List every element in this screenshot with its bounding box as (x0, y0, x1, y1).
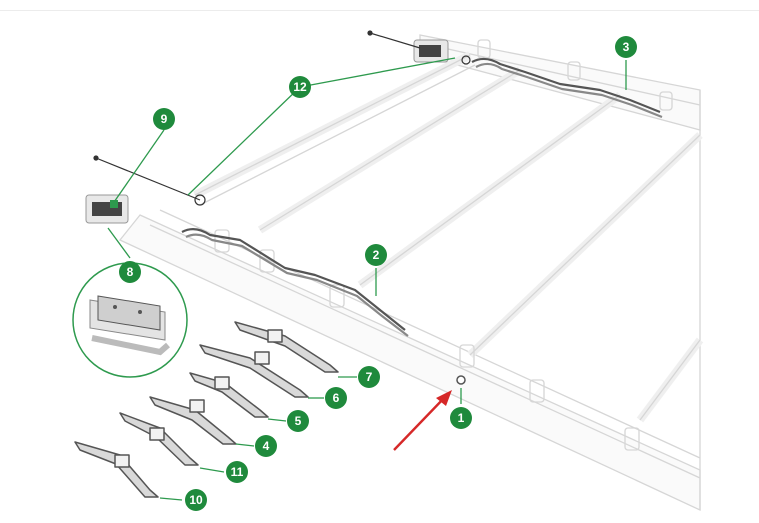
detail-circle-8 (72, 262, 188, 378)
svg-text:11: 11 (231, 465, 244, 479)
callout-12: 12 (289, 76, 311, 98)
callout-11: 11 (226, 461, 248, 483)
svg-text:3: 3 (623, 40, 630, 54)
callout-3: 3 (615, 36, 637, 58)
callout-8: 8 (119, 261, 141, 283)
callout-1: 1 (450, 407, 472, 429)
svg-text:12: 12 (293, 80, 307, 94)
svg-text:8: 8 (127, 265, 134, 279)
mounted-straps (181, 57, 663, 337)
top-divider (0, 10, 759, 11)
callout-4: 4 (255, 435, 277, 457)
callout-9: 9 (153, 108, 175, 130)
rail-frame (118, 34, 704, 512)
svg-text:10: 10 (189, 493, 203, 507)
svg-text:6: 6 (333, 391, 340, 405)
callout-2: 2 (365, 244, 387, 266)
svg-text:1: 1 (458, 411, 465, 425)
end-tensioners (85, 39, 449, 224)
cables (93, 30, 471, 206)
pin-part (456, 375, 466, 385)
svg-text:4: 4 (263, 439, 270, 453)
callout-7: 7 (358, 366, 380, 388)
svg-text:5: 5 (295, 414, 302, 428)
callout-5: 5 (287, 410, 309, 432)
svg-text:2: 2 (373, 248, 380, 262)
red-arrow-indicator (393, 390, 452, 451)
svg-text:9: 9 (161, 112, 168, 126)
leader-lines (107, 57, 627, 501)
svg-text:7: 7 (366, 370, 373, 384)
exploded-straps (74, 321, 339, 498)
callout-10: 10 (185, 489, 207, 511)
callout-6: 6 (325, 387, 347, 409)
